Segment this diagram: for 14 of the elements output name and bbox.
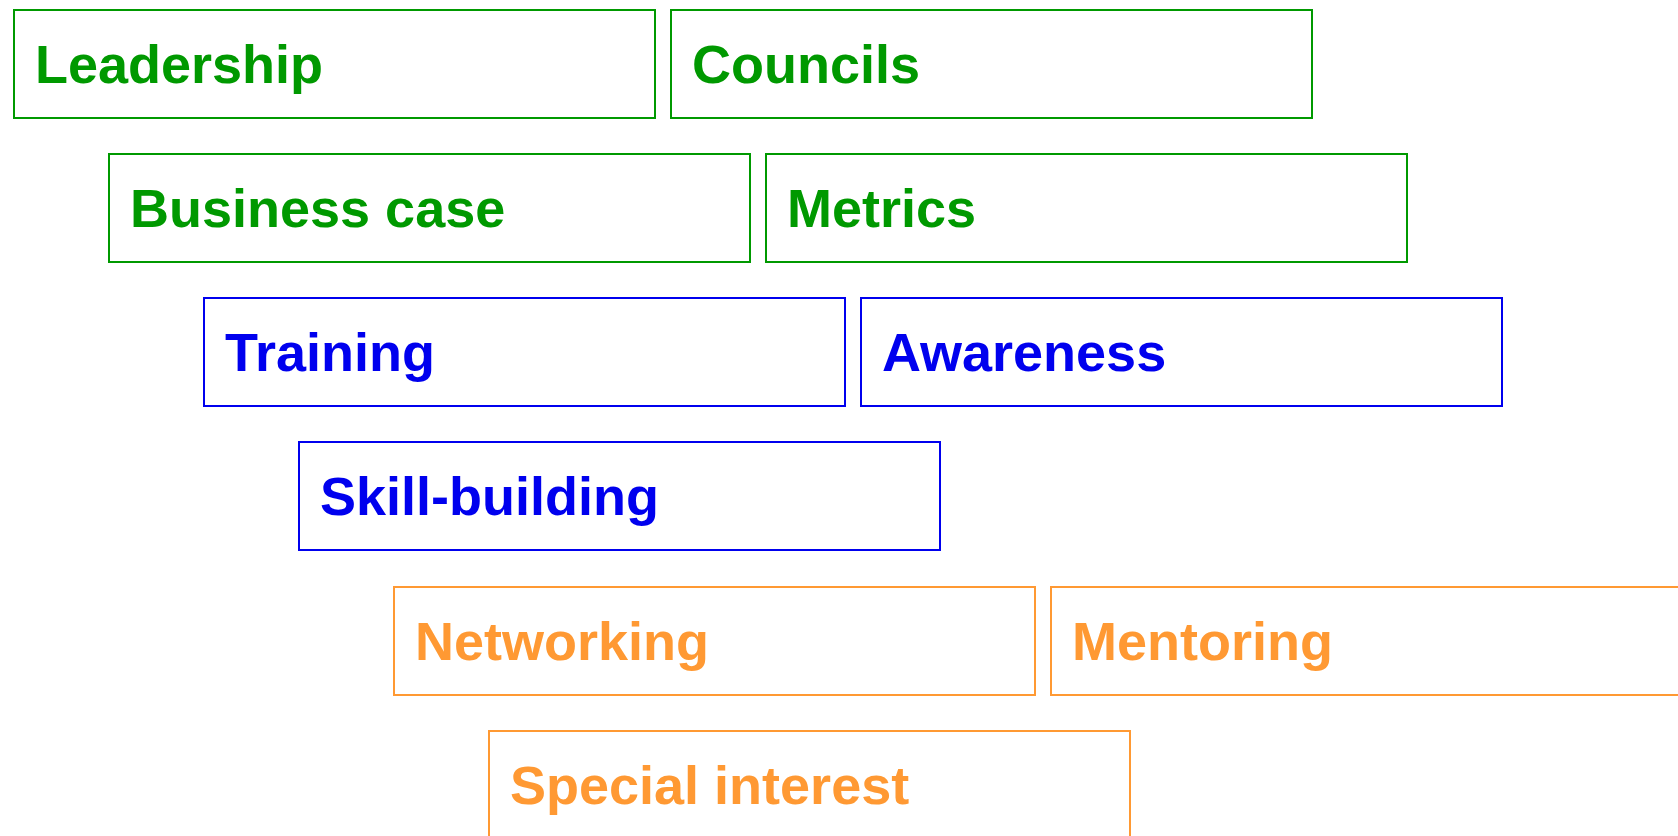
category-box bbox=[13, 9, 656, 119]
category-label: Councils bbox=[692, 37, 921, 91]
category-box bbox=[488, 730, 1131, 836]
category-label: Awareness bbox=[882, 325, 1167, 379]
category-box bbox=[108, 153, 751, 263]
category-box bbox=[298, 441, 941, 551]
category-box bbox=[670, 9, 1313, 119]
category-box bbox=[1050, 586, 1678, 696]
category-box bbox=[393, 586, 1036, 696]
category-box bbox=[765, 153, 1408, 263]
category-label: Business case bbox=[130, 181, 506, 235]
category-box bbox=[203, 297, 846, 407]
category-label: Metrics bbox=[787, 181, 977, 235]
category-box bbox=[860, 297, 1503, 407]
